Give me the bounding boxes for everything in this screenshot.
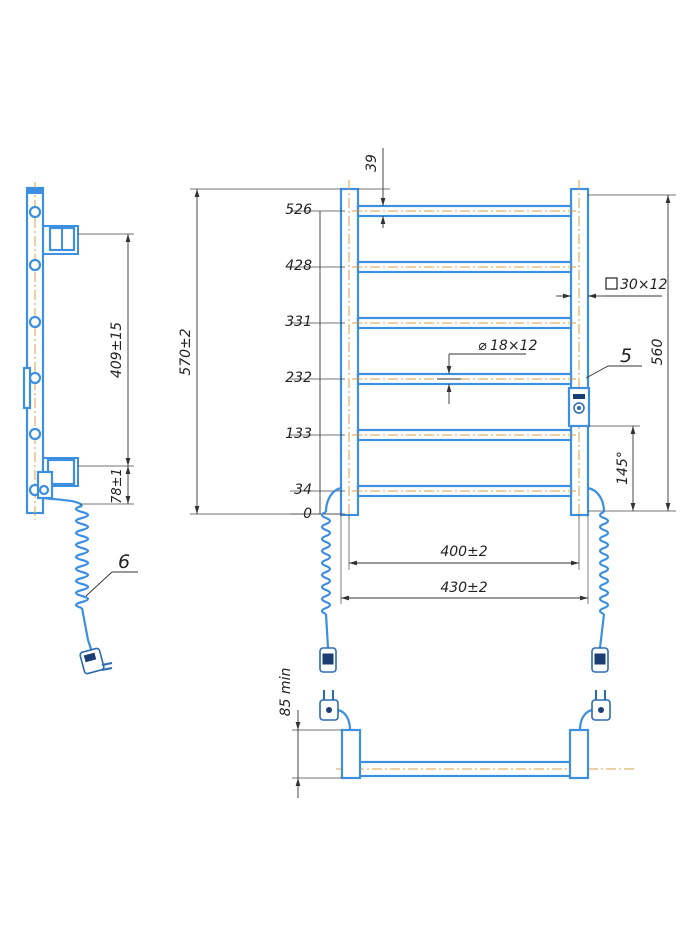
dim-430-group: 430±2 [340, 515, 589, 604]
side-control-box [22, 366, 32, 410]
dim-78-label: 78±1 [110, 468, 125, 504]
dim-square-label: 30×12 [620, 277, 667, 293]
side-top-cap [27, 188, 43, 194]
upper-wall-bracket [43, 225, 79, 255]
left-plug-icon [319, 647, 337, 673]
dim-400-group: 400±2 [348, 515, 580, 570]
callout-6-group: 6 [85, 551, 138, 597]
bottom-right-plug-icon [578, 690, 611, 731]
control-unit [567, 386, 591, 428]
diameter-symbol-icon: ⌀ [478, 338, 487, 354]
dim-78-group: 78±1 [80, 466, 134, 505]
dim-39-label: 39 [364, 154, 380, 172]
level-232-label: 232 [285, 370, 312, 386]
side-power-cord [42, 496, 94, 653]
dim-85-group: 85 min [278, 668, 342, 798]
right-power-cord [587, 486, 610, 649]
dim-85-label: 85 min [278, 668, 294, 717]
dim-560-group: 560 [588, 194, 676, 512]
bottom-left-post [340, 728, 362, 780]
square-section-icon [605, 277, 618, 290]
level-428-label: 428 [285, 258, 312, 274]
dim-diameter-label: 18×12 [490, 338, 537, 354]
bottom-view: 85 min [278, 668, 636, 798]
level-133-label: 133 [285, 426, 312, 442]
lower-wall-bracket [36, 457, 79, 500]
dim-145-group: 145° [589, 425, 640, 511]
callout-6-label: 6 [118, 551, 130, 573]
side-view: 409±15 78±1 6 [22, 182, 138, 675]
callout-5-group: 5 [585, 345, 642, 379]
dim-430-label: 430±2 [440, 580, 487, 596]
dim-400-label: 400±2 [440, 544, 487, 560]
level-dimensions: 526 428 331 232 133 34 0 [285, 202, 345, 522]
dim-square-group: 30×12 [556, 277, 667, 299]
right-plug-icon [591, 647, 609, 673]
bottom-right-post [568, 728, 590, 780]
dim-570-label: 570±2 [178, 328, 194, 375]
level-526-label: 526 [285, 202, 312, 218]
dim-diameter-group: ⌀ 18×12 [437, 338, 537, 404]
bottom-left-plug-icon [319, 690, 352, 731]
front-view: 526 428 331 232 133 34 0 39 570±2 5 [178, 148, 676, 673]
level-34-label: 34 [294, 482, 312, 498]
side-plug-icon [79, 647, 113, 675]
dim-409-label: 409±15 [109, 322, 125, 378]
dim-39-group: 39 [358, 148, 390, 228]
level-331-label: 331 [285, 314, 312, 330]
dim-145-label: 145° [615, 451, 631, 485]
dim-570-group: 570±2 [178, 188, 341, 515]
side-crossbar-ends [28, 205, 42, 497]
dim-560-label: 560 [650, 339, 666, 366]
left-power-cord [320, 486, 342, 649]
crossbars [352, 204, 576, 498]
dim-409-group: 409±15 [78, 233, 134, 467]
callout-5-label: 5 [620, 345, 632, 367]
